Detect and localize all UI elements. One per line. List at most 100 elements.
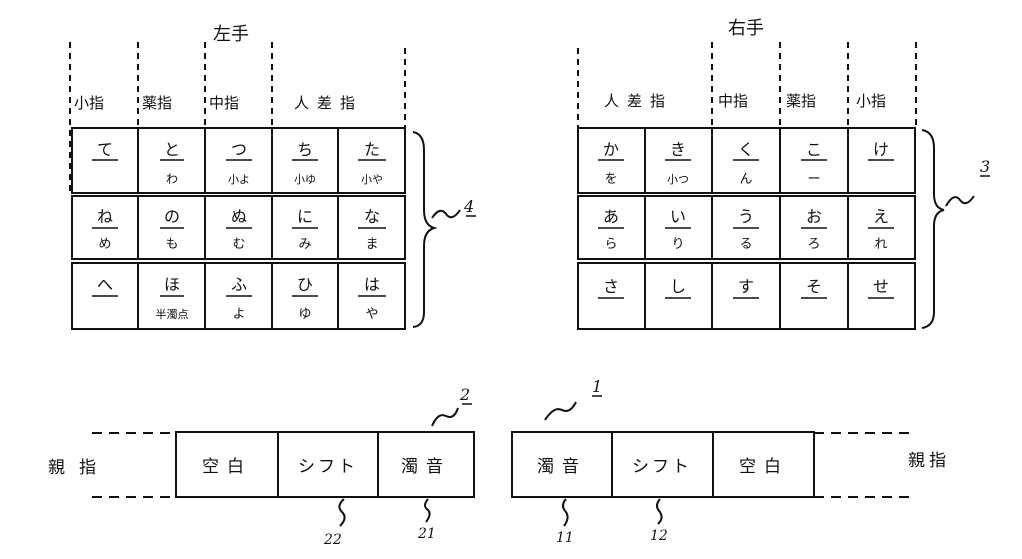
ref-number-12: 12	[650, 528, 668, 544]
key-main: う	[738, 207, 754, 226]
key-sub: め	[98, 237, 111, 252]
ref-number-left-block: 4	[463, 197, 474, 216]
key-sub: れ	[874, 237, 887, 252]
key-sub: る	[739, 237, 752, 252]
key-main: て	[97, 140, 113, 159]
ref-number-21: 21	[417, 526, 436, 542]
right-thumb-key-block	[511, 431, 815, 498]
key-main: あ	[603, 207, 619, 226]
key-main: し	[670, 277, 686, 296]
key-main: か	[603, 140, 619, 159]
key-main: す	[738, 277, 754, 296]
key-sub: を	[604, 172, 617, 187]
key-main: ふ	[231, 275, 247, 294]
ref-number-left-thumb: 2	[459, 385, 470, 404]
left-brace	[412, 131, 438, 328]
left-key-dividers	[137, 128, 339, 329]
left-thumb-key-block	[175, 431, 475, 498]
key-main: さ	[603, 277, 619, 296]
key-sub: む	[232, 237, 245, 252]
right-thumb-dashed-lines	[814, 432, 912, 498]
key-main: に	[297, 207, 313, 226]
right-finger-index: 人差指	[604, 92, 673, 110]
key-sub: 小つ	[667, 173, 689, 186]
left-thumb-dashed-lines	[92, 432, 176, 498]
key-sub: ま	[365, 237, 378, 252]
key-main: お	[806, 207, 822, 226]
left-finger-pinky: 小指	[74, 94, 104, 112]
key-main: き	[670, 140, 686, 159]
thumb-key-left-space: 空白	[202, 457, 252, 477]
key-sub: ろ	[807, 237, 820, 252]
right-thumb-label: 親指	[908, 451, 950, 471]
left-key-cells: て と わ つ 小よ ち 小ゆ た 小や ね め の も ぬ む に み な ま…	[97, 140, 383, 322]
left-thumb-label: 親指	[48, 458, 110, 478]
right-finger-dividers	[577, 42, 917, 128]
right-key-block-row-3	[577, 262, 916, 330]
right-key-dividers	[644, 128, 849, 329]
key-main: は	[364, 275, 380, 294]
key-sub: ゆ	[298, 307, 311, 322]
right-hand-title: 右手	[728, 18, 764, 39]
right-ref-leader	[945, 195, 975, 207]
key-main: ぬ	[231, 207, 247, 226]
key-sub: わ	[166, 172, 178, 186]
key-main: そ	[806, 277, 822, 296]
key-sub: や	[365, 307, 378, 322]
thumb-key-left-voiced: 濁音	[401, 457, 451, 477]
key-main: せ	[873, 277, 889, 296]
thumb-key-right-voiced: 濁音	[537, 457, 587, 477]
right-thumb-ref-leader	[544, 401, 577, 421]
key-main: く	[738, 140, 754, 159]
right-finger-pinky: 小指	[856, 92, 886, 110]
key-sub: り	[671, 237, 684, 252]
key-sub: み	[298, 237, 311, 252]
key-sub: ー	[807, 172, 820, 187]
right-key-block-row-2	[577, 195, 916, 260]
thumb-key-left-shift: シフト	[298, 457, 358, 477]
key-main: ね	[97, 207, 113, 226]
left-key-block-row-3	[71, 262, 406, 330]
ref-number-right-block: 3	[980, 157, 990, 176]
key-sub: 小よ	[228, 173, 250, 186]
left-thumb-ref-leader	[431, 407, 459, 427]
key-main: と	[164, 140, 180, 159]
left-key-block-row-1	[71, 127, 406, 194]
right-finger-middle: 中指	[718, 92, 748, 110]
left-finger-dividers	[69, 42, 406, 192]
key-main: え	[873, 207, 889, 226]
kana-underlines	[92, 159, 894, 299]
right-brace	[921, 129, 945, 329]
thumb-key-labels: 空白 シフト 濁音 濁音 シフト 空白	[202, 457, 789, 477]
key-main: つ	[231, 140, 247, 159]
thumb-key-right-shift: シフト	[632, 457, 692, 477]
key-main: へ	[97, 275, 113, 294]
right-finger-ring: 薬指	[786, 92, 816, 110]
key-sub: 半濁点	[156, 307, 189, 321]
ref-number-22: 22	[323, 532, 342, 548]
left-finger-middle: 中指	[209, 94, 239, 112]
key-sub: ら	[604, 237, 617, 252]
ref-number-11: 11	[556, 530, 574, 546]
key-sub: ん	[739, 172, 752, 187]
key-main: い	[670, 207, 686, 226]
left-finger-index: 人差指	[294, 94, 363, 112]
right-key-cells: か を き 小つ く ん こ ー け あ ら い り う る お ろ え れ さ…	[603, 140, 889, 296]
key-main: の	[164, 207, 180, 226]
key-main: ち	[297, 140, 313, 159]
key-sub: 小ゆ	[294, 173, 316, 186]
left-finger-ring: 薬指	[142, 94, 172, 112]
key-main: ひ	[297, 275, 313, 294]
thumb-key-right-space: 空白	[739, 457, 789, 477]
key-sub: 小や	[361, 173, 383, 186]
key-main: た	[364, 140, 380, 159]
left-hand-title: 左手	[213, 24, 249, 45]
key-main: こ	[806, 140, 822, 159]
leader-11	[562, 498, 569, 527]
leader-22	[338, 498, 346, 527]
key-main: な	[364, 207, 380, 226]
leader-12	[656, 498, 663, 525]
left-key-block-row-2	[71, 195, 406, 260]
key-main: ほ	[164, 275, 180, 294]
